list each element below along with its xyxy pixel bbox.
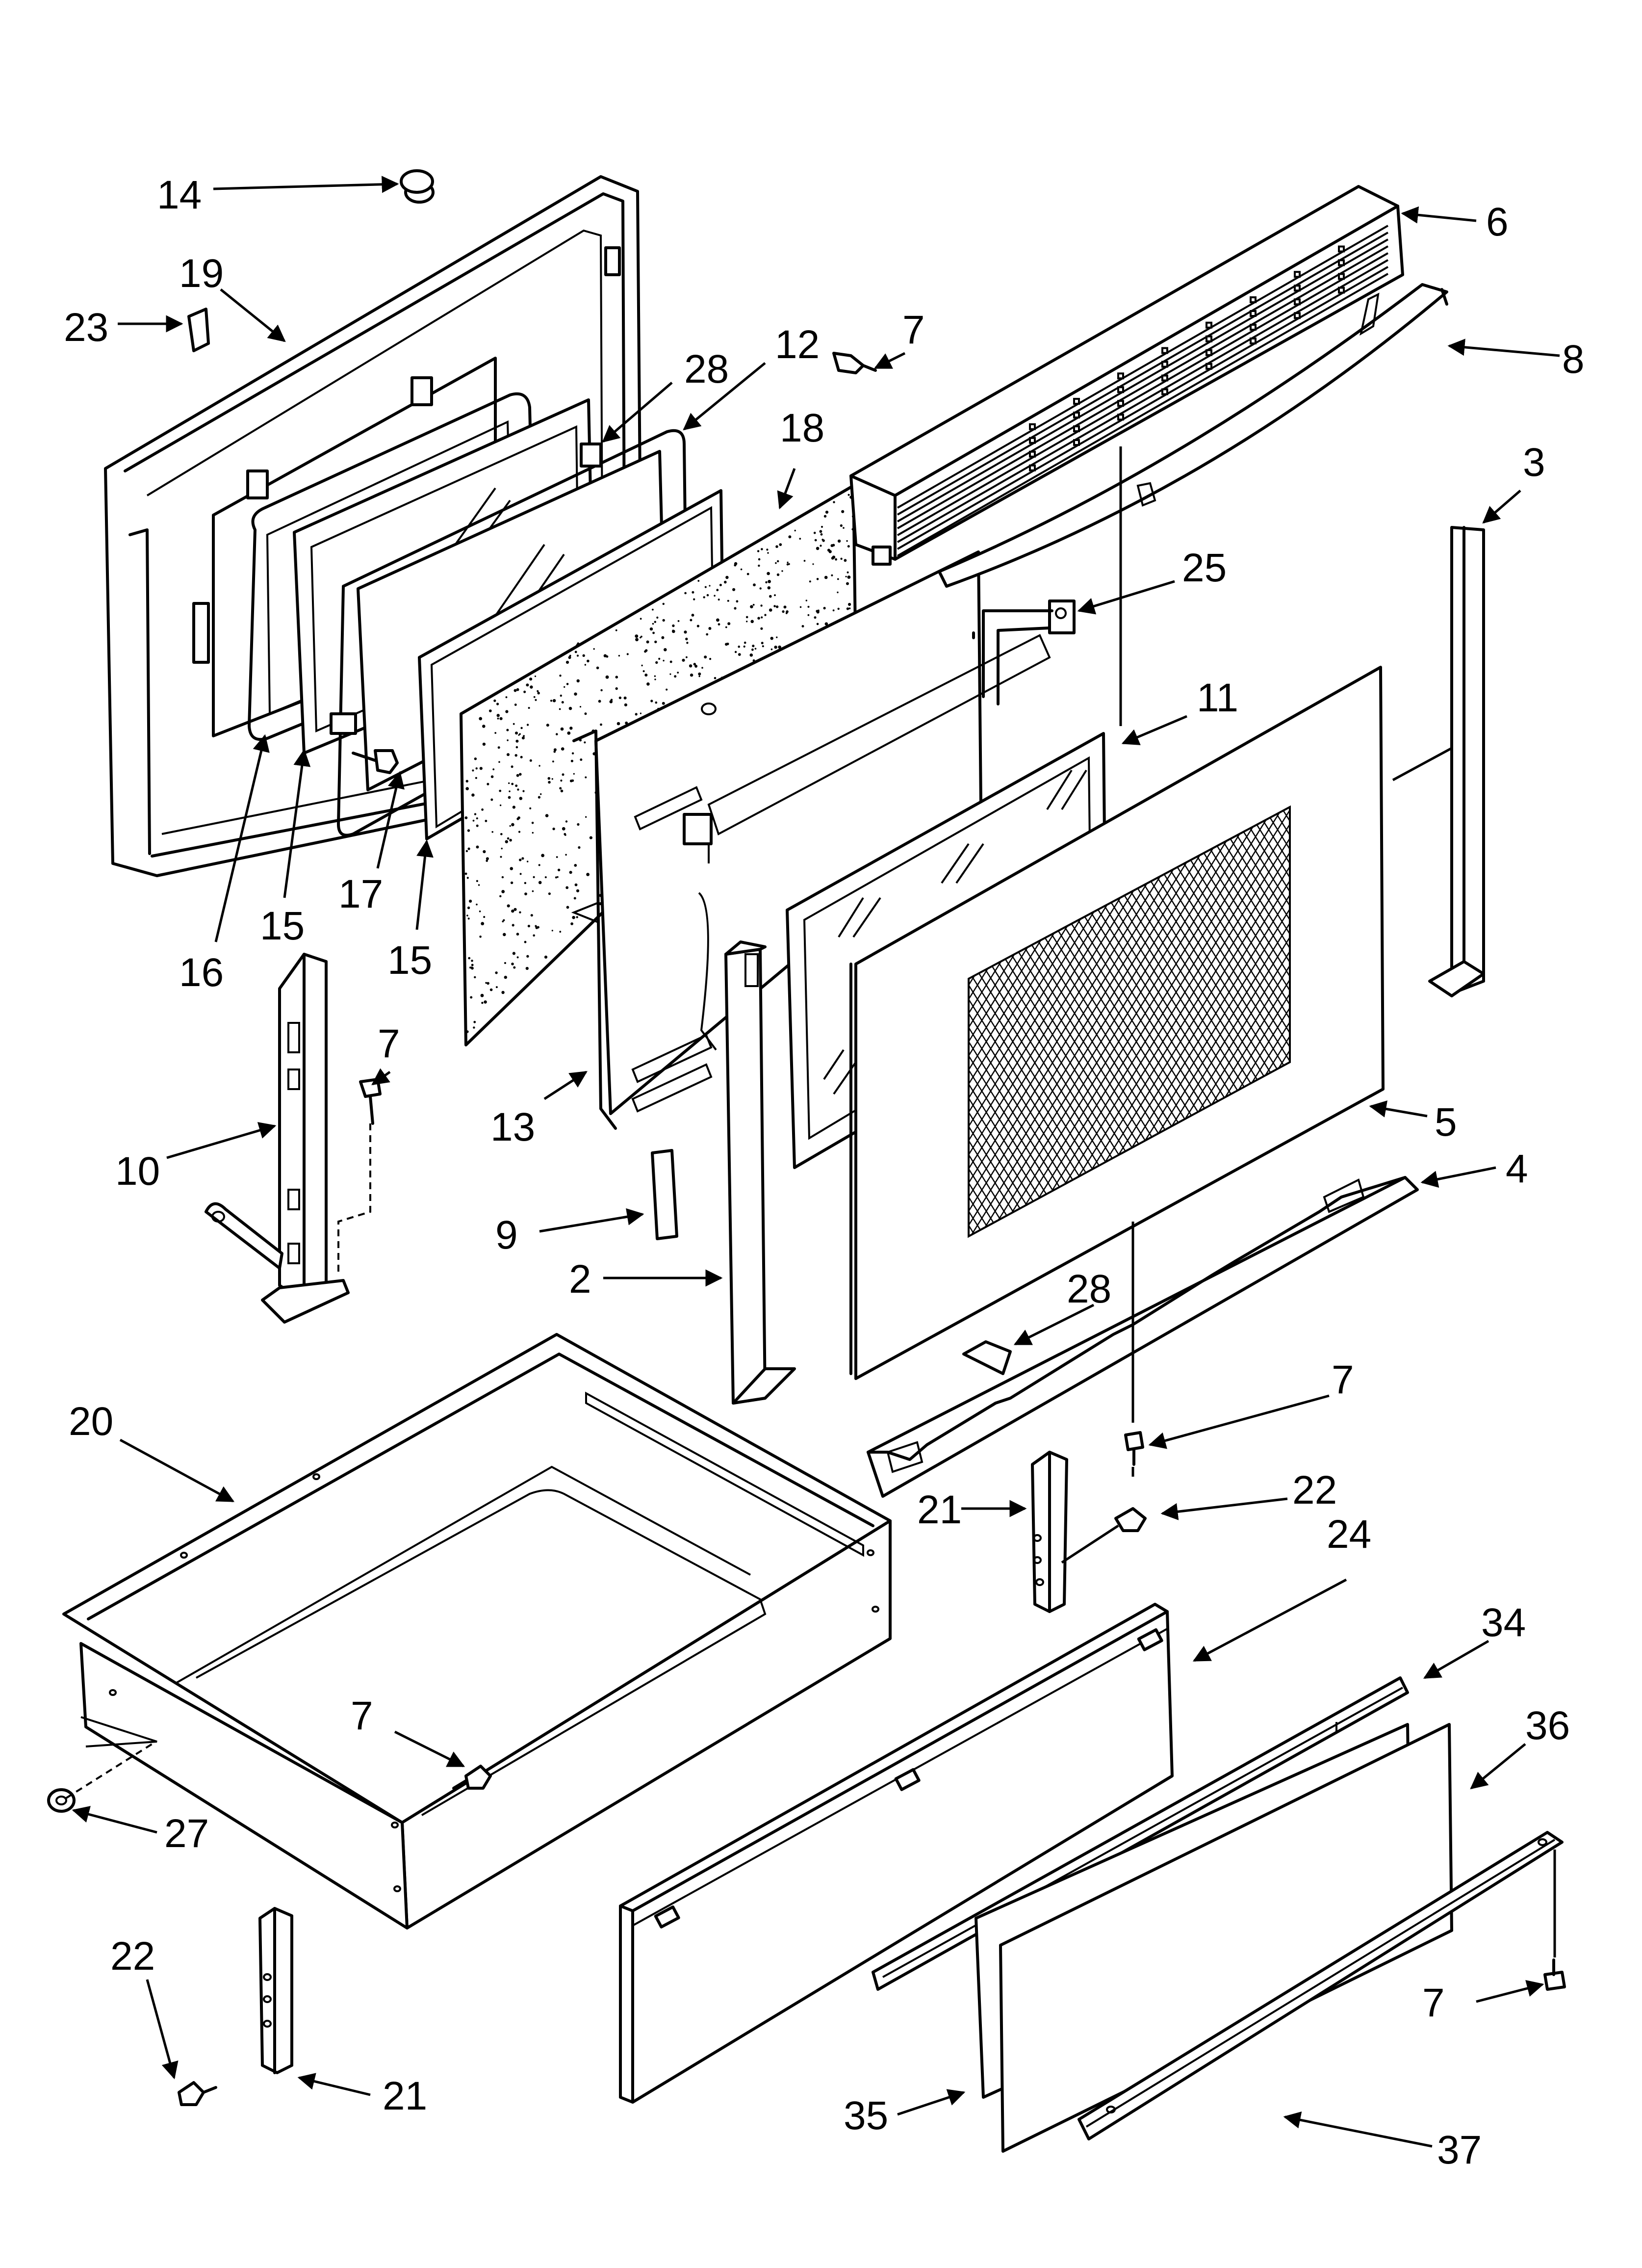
clip-part-23 <box>187 308 210 352</box>
callout-17: 17 <box>338 872 383 916</box>
callout-27: 27 <box>164 1811 209 1856</box>
callout-23: 23 <box>64 305 108 350</box>
callout-21-b: 21 <box>383 2074 427 2118</box>
callout-4: 4 <box>1506 1147 1528 1191</box>
callout-15: 15 <box>260 904 305 948</box>
callout-34: 34 <box>1481 1600 1526 1645</box>
callout-12: 12 <box>775 322 820 367</box>
callout-16: 16 <box>179 950 224 995</box>
callout-13: 13 <box>490 1105 535 1149</box>
callout-18: 18 <box>780 406 824 450</box>
callout-labels: 14 19 23 28 12 18 7 6 8 3 25 11 16 15 17… <box>64 173 1585 2172</box>
callout-25: 25 <box>1182 546 1227 590</box>
callout-22: 22 <box>1292 1468 1337 1512</box>
screw-part-7-center <box>1124 1431 1144 1466</box>
slide-bracket-part-21-lower <box>258 1907 293 2074</box>
callout-15-b: 15 <box>387 938 432 983</box>
callout-11: 11 <box>1197 676 1238 720</box>
callout-9: 9 <box>495 1213 518 1257</box>
side-trim-part-2 <box>724 940 796 1405</box>
callout-24: 24 <box>1327 1512 1371 1557</box>
screw-part-7-left <box>359 1078 382 1125</box>
callout-37: 37 <box>1437 2128 1482 2172</box>
bracket-part-28 <box>580 443 602 468</box>
screw-part-7-right <box>1543 1958 1566 1991</box>
callout-5: 5 <box>1435 1100 1457 1145</box>
bottom-bracket-part-4 <box>867 1176 1419 1498</box>
callout-19: 19 <box>179 251 224 296</box>
callout-2: 2 <box>569 1257 591 1302</box>
bottom-trim-part-37 <box>1078 1831 1564 2140</box>
callout-8: 8 <box>1562 337 1585 382</box>
callout-28: 28 <box>684 347 729 391</box>
callout-14: 14 <box>157 173 202 217</box>
callout-10: 10 <box>115 1149 160 1194</box>
bumper-part-27 <box>47 1788 76 1813</box>
leader-arrows <box>72 176 1560 2148</box>
side-trim-part-3 <box>1428 526 1485 997</box>
callout-7-d: 7 <box>351 1694 373 1738</box>
callout-22-b: 22 <box>110 1934 155 1979</box>
panel-part-36 <box>999 1723 1453 2153</box>
hinge-bracket-part-25 <box>972 600 1076 705</box>
vent-trim-part-6 <box>849 185 1404 566</box>
callout-20: 20 <box>69 1399 113 1444</box>
screw-part-17 <box>330 712 399 774</box>
callout-3: 3 <box>1523 440 1545 485</box>
bracket-part-28-lower <box>962 1340 1012 1375</box>
screw-part-7-drawer <box>452 1765 492 1790</box>
screw-part-7-top <box>832 352 877 374</box>
screw-part-22 <box>1114 1507 1147 1532</box>
callout-6: 6 <box>1486 200 1509 244</box>
callout-7-c: 7 <box>1332 1357 1354 1402</box>
door-handle-part-8 <box>938 283 1448 588</box>
vent-slots <box>897 225 1388 557</box>
callout-7: 7 <box>902 308 925 352</box>
callout-7-e: 7 <box>1422 1981 1445 2025</box>
slide-bracket-part-21 <box>1031 1451 1068 1613</box>
callout-21: 21 <box>917 1487 962 1532</box>
spacer-part-9 <box>651 1149 678 1240</box>
callout-7-b: 7 <box>378 1021 400 1066</box>
screw-part-22-lower <box>178 2081 217 2106</box>
bumper-part-14 <box>400 169 435 204</box>
callout-35: 35 <box>844 2093 888 2138</box>
drawer-front-part-24 <box>619 1603 1174 2104</box>
callout-28-b: 28 <box>1067 1267 1111 1311</box>
callout-36: 36 <box>1525 1703 1570 1748</box>
assembly-lines <box>65 446 1556 1957</box>
side-bracket-part-10 <box>205 953 350 1324</box>
storage-drawer-part-20 <box>62 1333 892 1929</box>
